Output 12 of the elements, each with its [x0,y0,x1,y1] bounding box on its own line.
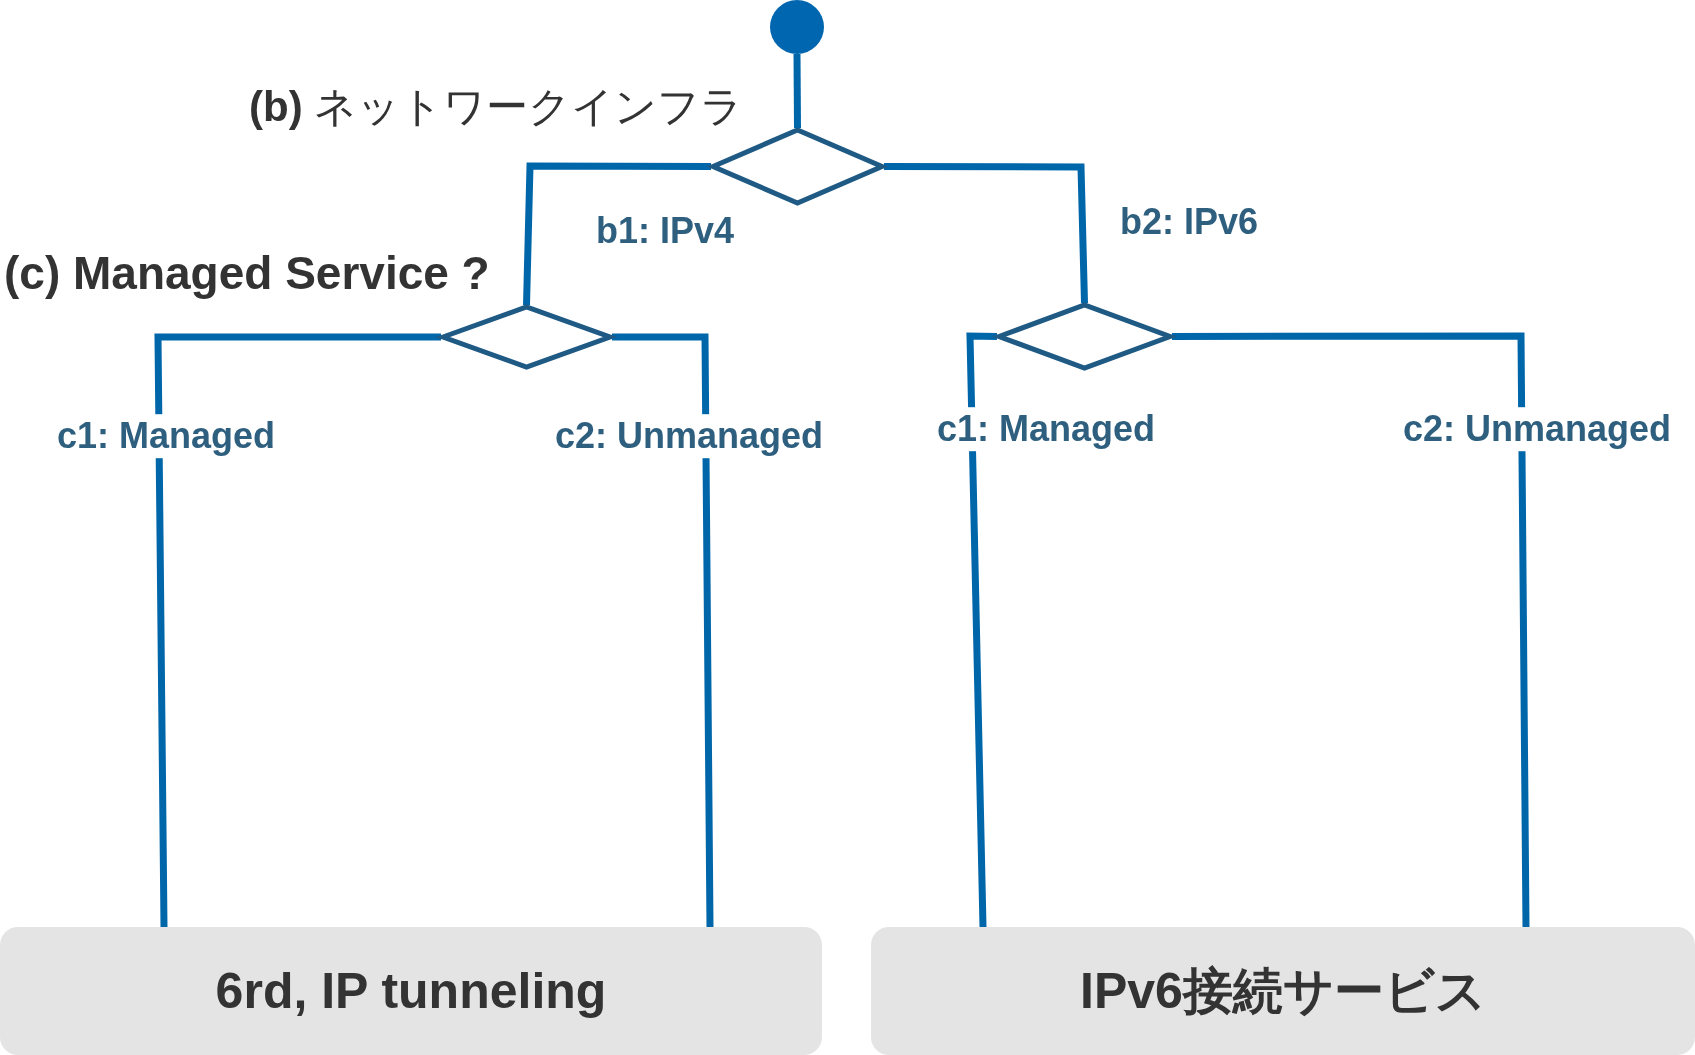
connector-line [612,333,714,928]
decision-heading: (b) ネットワークインフラ [249,84,744,131]
result-box: 6rd, IP tunneling [0,927,822,1055]
connector-line [154,333,441,928]
connector-line [1172,332,1530,928]
result-box: IPv6接続サービス [871,927,1695,1055]
decision-heading: (c) Managed Service ? [4,248,490,299]
connector-line [884,163,1088,304]
connector-line [793,53,801,129]
connector-line [966,332,998,928]
start-dot [770,0,824,54]
connector-line [523,162,711,306]
